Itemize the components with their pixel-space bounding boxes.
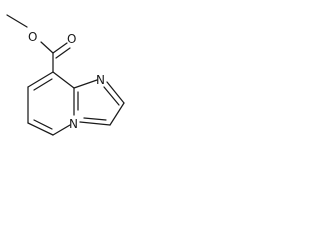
structure-diagram: O O N N <box>6 14 125 136</box>
bridgehead-nitrogen-label: N <box>69 117 78 131</box>
carbonyl-bond-1 <box>52 42 68 54</box>
carbonyl-oxygen-label: O <box>67 32 76 46</box>
ring-bond-n4-c5 <box>52 124 71 136</box>
ring-inner-bond-1 <box>33 119 53 130</box>
imidazole-bond-c2-c3 <box>109 102 125 126</box>
imidazole-double-bond-1 <box>103 86 120 106</box>
ring-inner-bond-2 <box>33 78 53 91</box>
ring-bond-c7-c8 <box>27 71 54 88</box>
ester-oxygen-bond <box>40 41 54 54</box>
ring-bond-c5-c6 <box>27 122 54 136</box>
imidazole-bond-c3-n4 <box>79 121 111 126</box>
imidazole-double-bond-2 <box>83 117 107 121</box>
methyl-bond <box>6 14 28 28</box>
ester-group <box>6 14 71 73</box>
imidazole-nitrogen-label: N <box>96 73 105 87</box>
pyridine-ring <box>27 71 79 136</box>
imidazole-bond-c8a-n1 <box>73 79 98 89</box>
ring-bond-c8-c8a <box>52 71 75 89</box>
methyl-oxygen-label: O <box>28 30 37 44</box>
imidazole-bond-n1-c2 <box>106 81 125 104</box>
imidazole-ring <box>73 79 125 126</box>
carbonyl-bond-2 <box>55 47 71 59</box>
